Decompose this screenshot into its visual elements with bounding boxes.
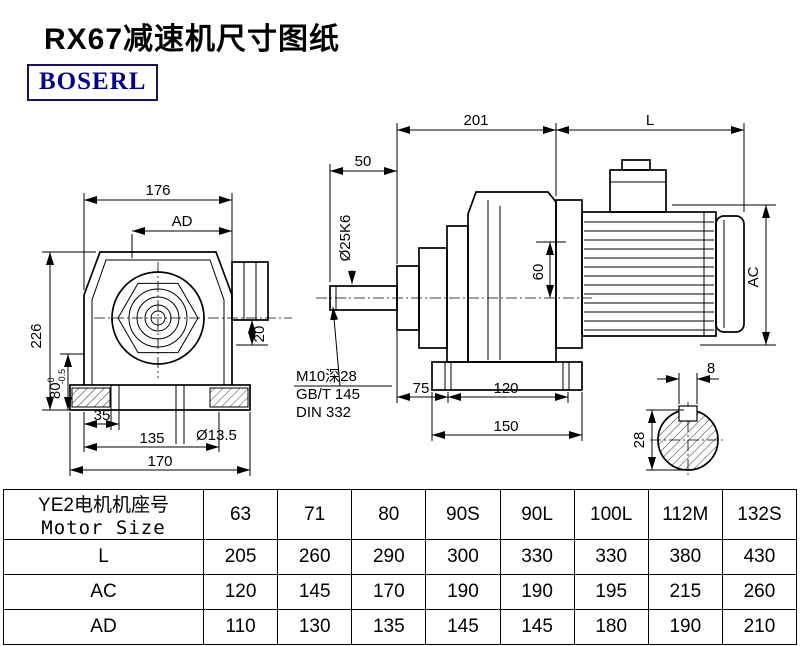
table-size-cell: 63 xyxy=(202,489,279,540)
dim-150-label: 150 xyxy=(493,418,518,435)
dim-80-tol-lower: -0.5 xyxy=(57,369,67,385)
dim-75-label: 75 xyxy=(413,380,430,397)
dim-20-label: 20 xyxy=(251,326,268,343)
dim-170-label: 170 xyxy=(147,453,172,470)
table-cell: 300 xyxy=(425,539,501,575)
side-view-geometry xyxy=(316,159,745,391)
table-cell: 190 xyxy=(425,574,501,610)
table-size-cell: 100L xyxy=(573,489,649,540)
table-cell: 190 xyxy=(647,609,723,645)
shaft-section-geometry xyxy=(650,402,726,478)
dia-13-5-label: Ø13.5 xyxy=(196,427,237,444)
terminal-box xyxy=(609,169,667,213)
standard-gbt-label: GB/T 145 xyxy=(296,386,360,403)
fan-cowl xyxy=(715,215,745,333)
table-cell: 130 xyxy=(277,609,353,645)
row-label-AC: AC xyxy=(3,574,204,610)
page-title: RX67减速机尺寸图纸 xyxy=(44,23,341,56)
table-cell: 145 xyxy=(425,609,501,645)
standard-din-label: DIN 332 xyxy=(296,404,351,421)
dim-201-label: 201 xyxy=(463,112,488,129)
keyway-slot xyxy=(678,405,698,422)
table-cell: 120 xyxy=(202,574,279,610)
row-label-AD: AD xyxy=(3,609,204,645)
dim-80-tol-upper: 0 xyxy=(46,377,56,382)
dim-AD-label: AD xyxy=(172,213,193,230)
table-cell: 190 xyxy=(499,574,575,610)
table-row-AD: AD 110 130 135 145 145 180 190 210 xyxy=(3,609,798,645)
table-cell: 135 xyxy=(351,609,427,645)
table-cell: 210 xyxy=(721,609,798,645)
table-header-row: YE2电机机座号 Motor Size 63 71 80 90S 90L 100… xyxy=(3,489,798,540)
table-cell: 170 xyxy=(351,574,427,610)
table-size-cell: 132S xyxy=(721,489,798,540)
table-header-label-cell: YE2电机机座号 Motor Size xyxy=(3,489,204,540)
shaft-section: 8 28 xyxy=(631,360,726,478)
dim-80-value: 80 xyxy=(47,382,64,399)
table-row-L: L 205 260 290 300 330 330 380 430 xyxy=(3,539,798,575)
front-view-geometry xyxy=(69,251,292,444)
side-view: 201 L 50 Ø25K6 60 AC 75 xyxy=(294,112,776,441)
table-cell: 145 xyxy=(277,574,353,610)
shaft-section-dimensions: 8 28 xyxy=(631,360,719,471)
table-cell: 215 xyxy=(647,574,723,610)
dim-176-label: 176 xyxy=(145,182,170,199)
side-view-dimensions: 201 L 50 Ø25K6 60 AC 75 xyxy=(294,112,776,441)
table-cell: 195 xyxy=(573,574,649,610)
table-cell: 180 xyxy=(573,609,649,645)
table-cell: 260 xyxy=(277,539,353,575)
table-size-cell: 80 xyxy=(351,489,427,540)
front-view: 176 AD 226 800-0.5 35 135 xyxy=(28,182,292,476)
dim-35-label: 35 xyxy=(94,407,111,424)
table-cell: 330 xyxy=(573,539,649,575)
dia-25K6-label: Ø25K6 xyxy=(337,215,354,262)
dim-60-label: 60 xyxy=(530,264,547,281)
dim-28-label: 28 xyxy=(631,432,648,449)
brand-logo-text: BOSERL xyxy=(39,68,147,95)
table-size-cell: 112M xyxy=(647,489,723,540)
dim-8-label: 8 xyxy=(707,360,715,377)
row-label-L: L xyxy=(3,539,204,575)
dim-80-tolerance-label: 800-0.5 xyxy=(46,369,67,399)
dim-135-label: 135 xyxy=(139,430,164,447)
table-cell: 380 xyxy=(647,539,723,575)
table-cell: 205 xyxy=(202,539,279,575)
dim-L-label: L xyxy=(646,112,654,129)
table-cell: 430 xyxy=(721,539,798,575)
front-view-dimensions: 176 AD 226 800-0.5 35 135 xyxy=(28,182,268,476)
dim-226-label: 226 xyxy=(28,323,45,348)
dim-50-label: 50 xyxy=(355,153,372,170)
brand-logo-box: BOSERL xyxy=(27,64,159,101)
dim-AC-label: AC xyxy=(745,266,762,287)
table-row-AC: AC 120 145 170 190 190 195 215 260 xyxy=(3,574,798,610)
motor-fins xyxy=(584,221,714,331)
header-label-en: Motor Size xyxy=(41,517,166,539)
motor-size-table: YE2电机机座号 Motor Size 63 71 80 90S 90L 100… xyxy=(3,489,798,645)
table-cell: 260 xyxy=(721,574,798,610)
table-cell: 290 xyxy=(351,539,427,575)
table-size-cell: 90S xyxy=(425,489,501,540)
table-size-cell: 71 xyxy=(277,489,353,540)
header-label-cn: YE2电机机座号 xyxy=(38,495,169,516)
table-cell: 330 xyxy=(499,539,575,575)
table-cell: 145 xyxy=(499,609,575,645)
motor-flange xyxy=(555,199,583,349)
thread-note-label: M10深28 xyxy=(296,368,357,385)
table-cell: 110 xyxy=(202,609,279,645)
technical-drawing: 176 AD 226 800-0.5 35 135 xyxy=(28,112,776,478)
table-size-cell: 90L xyxy=(499,489,575,540)
dim-120-label: 120 xyxy=(493,380,518,397)
